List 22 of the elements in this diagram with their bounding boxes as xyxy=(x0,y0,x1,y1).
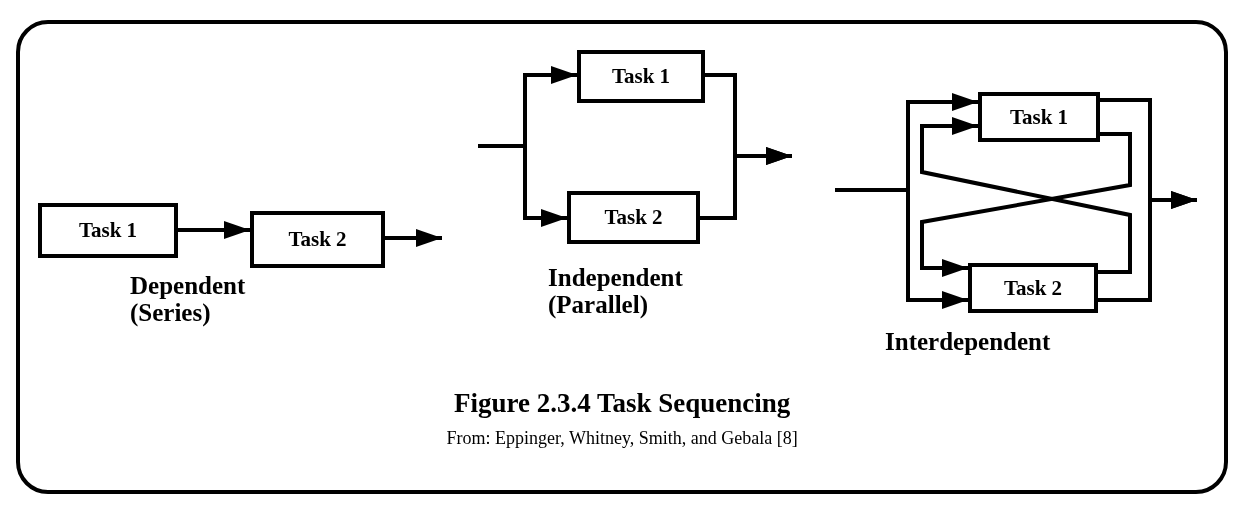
task-label: Task 2 xyxy=(1003,275,1063,301)
task-box xyxy=(38,203,178,258)
task-label: Task 1 xyxy=(78,218,138,243)
panel-caption: Interdependent xyxy=(885,328,1052,355)
task-label: Task 2 xyxy=(604,205,663,230)
task-label: Task 1 xyxy=(611,64,671,89)
figure-title: Figure 2.3.4 Task Sequencing xyxy=(454,388,791,419)
task-box xyxy=(567,191,700,244)
panel-caption: Independent (Parallel) xyxy=(548,264,684,318)
arrow xyxy=(178,221,250,239)
task-label: Task 1 xyxy=(1009,104,1069,130)
task-box xyxy=(978,92,1100,142)
arrow xyxy=(1098,191,1197,302)
arrow xyxy=(385,229,442,247)
task-box xyxy=(968,263,1098,313)
panel-caption: Dependent (Series) xyxy=(130,272,247,326)
arrow xyxy=(700,147,792,220)
source-citation: From: Eppinger, Whitney, Smith, and Gebala [8] xyxy=(446,428,798,449)
task-label: Task 2 xyxy=(288,227,347,252)
task-box xyxy=(250,211,385,268)
arrow xyxy=(835,188,968,309)
task-box xyxy=(577,50,705,103)
